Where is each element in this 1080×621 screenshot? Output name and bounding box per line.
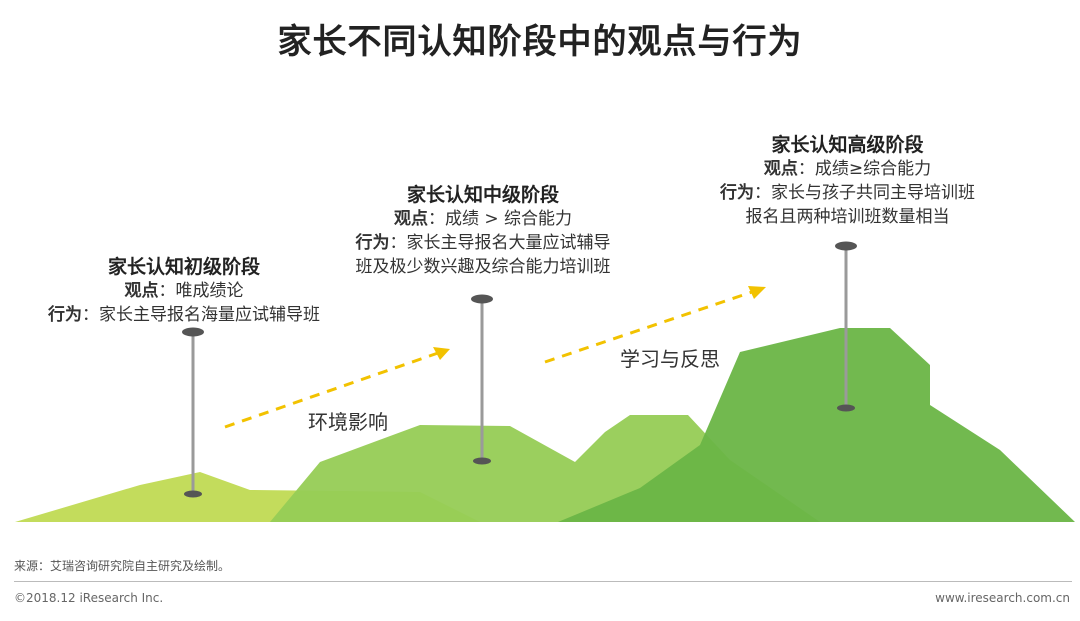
view-text: ：唯成绩论	[159, 281, 244, 301]
stage-action: 行为：家长主导报名海量应试辅导班	[14, 303, 354, 327]
transition-label-environment: 环境影响	[308, 406, 388, 435]
copyright-text: ©2018.12 iResearch Inc.	[14, 591, 163, 605]
stage-primary: 家长认知初级阶段 观点：唯成绩论 行为：家长主导报名海量应试辅导班	[14, 255, 354, 327]
stage-action-cont: 班及极少数兴趣及综合能力培训班	[318, 255, 648, 279]
stage-action: 行为：家长与孩子共同主导培训班	[690, 181, 1005, 205]
action-label: 行为	[356, 233, 390, 253]
source-note: 来源：艾瑞咨询研究院自主研究及绘制。	[14, 557, 230, 574]
pole-cap-bottom	[184, 491, 202, 498]
view-label: 观点	[764, 159, 798, 179]
stage-action: 行为：家长主导报名大量应试辅导	[318, 231, 648, 255]
action-text: ：家长主导报名大量应试辅导	[390, 233, 611, 253]
action-label: 行为	[48, 305, 82, 325]
view-text: ：成绩≥综合能力	[798, 159, 931, 179]
pole-cap-top	[182, 328, 204, 337]
stage-title: 家长认知高级阶段	[690, 133, 1005, 157]
stage-view: 观点：唯成绩论	[14, 279, 354, 303]
view-label: 观点	[125, 281, 159, 301]
pole-primary	[182, 328, 204, 498]
pole-cap-bottom	[837, 405, 855, 412]
pole-cap-top	[835, 242, 857, 251]
stage-advanced: 家长认知高级阶段 观点：成绩≥综合能力 行为：家长与孩子共同主导培训班 报名且两…	[690, 133, 1005, 229]
view-text: ：成绩 > 综合能力	[428, 209, 572, 229]
stage-view: 观点：成绩≥综合能力	[690, 157, 1005, 181]
stage-view: 观点：成绩 > 综合能力	[318, 207, 648, 231]
action-text: ：家长与孩子共同主导培训班	[754, 183, 975, 203]
view-label: 观点	[394, 209, 428, 229]
stage-title: 家长认知初级阶段	[14, 255, 354, 279]
pole-cap-bottom	[473, 458, 491, 465]
transition-label-learning: 学习与反思	[620, 343, 720, 372]
footer-divider	[14, 581, 1072, 582]
website-link[interactable]: www.iresearch.com.cn	[935, 591, 1070, 605]
action-label: 行为	[720, 183, 754, 203]
stage-title: 家长认知中级阶段	[318, 183, 648, 207]
action-text: ：家长主导报名海量应试辅导班	[82, 305, 320, 325]
stage-action-cont: 报名且两种培训班数量相当	[690, 205, 1005, 229]
stage-intermediate: 家长认知中级阶段 观点：成绩 > 综合能力 行为：家长主导报名大量应试辅导 班及…	[318, 183, 648, 279]
pole-cap-top	[471, 295, 493, 304]
